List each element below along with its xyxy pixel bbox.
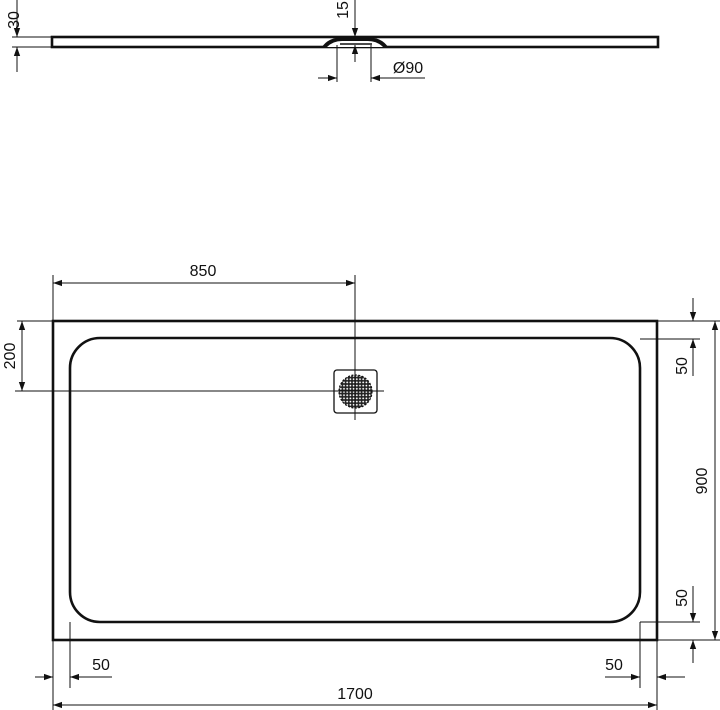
drain-depth-label: 15 bbox=[335, 1, 352, 19]
border-right-label: 50 bbox=[605, 657, 623, 674]
border-top-label: 50 bbox=[674, 357, 691, 375]
overall-width-label: 1700 bbox=[337, 686, 373, 703]
drain-diameter-label: Ø90 bbox=[393, 60, 423, 77]
overall-depth-label: 900 bbox=[694, 468, 711, 495]
side-view: 30 15 Ø90 bbox=[6, 0, 660, 82]
drain-offset-y-label: 200 bbox=[2, 343, 19, 370]
thickness-label: 30 bbox=[6, 11, 23, 29]
border-left-label: 50 bbox=[92, 657, 110, 674]
drain-offset-x-label: 850 bbox=[190, 263, 217, 280]
border-bottom-label: 50 bbox=[674, 589, 691, 607]
plan-view: 850 200 50 900 50 50 50 bbox=[2, 263, 720, 710]
